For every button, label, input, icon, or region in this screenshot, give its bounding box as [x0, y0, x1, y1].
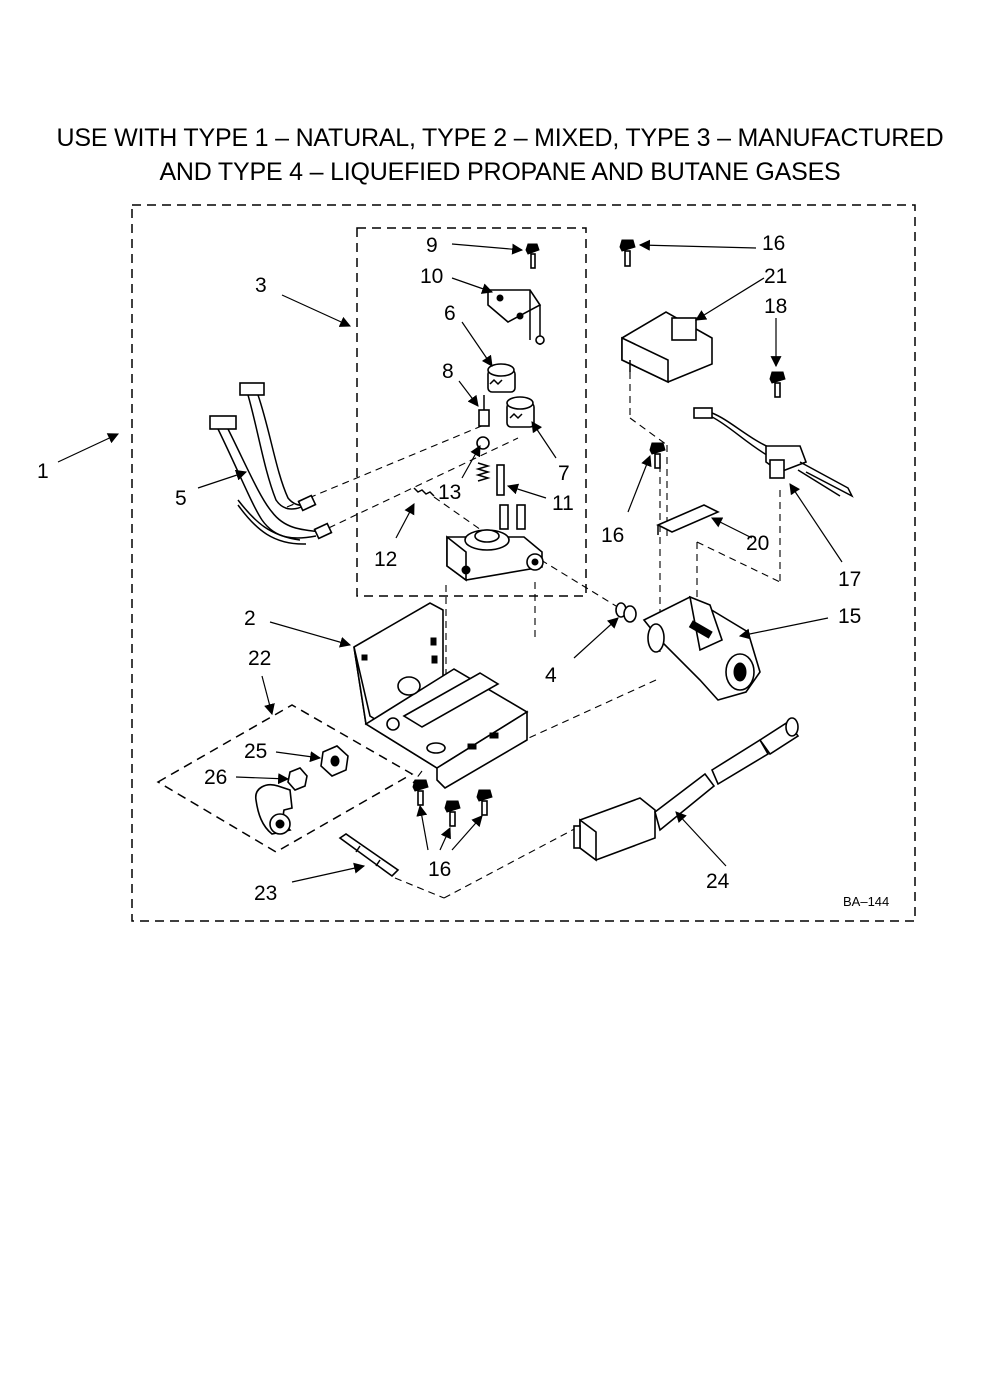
- part-26-fitting[interactable]: [287, 767, 308, 791]
- drawing-code: BA–144: [843, 894, 889, 909]
- part-9-screw[interactable]: [525, 243, 540, 269]
- part-4-orifice[interactable]: [615, 602, 637, 623]
- part-2-bracket[interactable]: [353, 602, 529, 790]
- callout-3: 3: [255, 274, 267, 297]
- part-12-screw[interactable]: [413, 487, 435, 497]
- callout-22: 22: [248, 647, 271, 670]
- part-22-elbow[interactable]: [255, 784, 293, 835]
- callout-6: 6: [444, 302, 456, 325]
- part-17-igniter[interactable]: [693, 407, 854, 498]
- callout-13: 13: [438, 481, 461, 504]
- part-15-burner[interactable]: [642, 595, 761, 701]
- callout-7: 7: [558, 462, 570, 485]
- callout-4: 4: [545, 664, 557, 687]
- callout-9: 9: [426, 234, 438, 257]
- assembly-22-boundary: [156, 704, 414, 853]
- part-21-module[interactable]: [621, 311, 713, 384]
- callout-17: 17: [838, 568, 861, 591]
- part-11-plunger[interactable]: [496, 464, 505, 496]
- callout-leaders: [57, 239, 843, 883]
- callout-11: 11: [552, 492, 574, 515]
- assembly-1-boundary: [131, 204, 916, 922]
- callout-5: 5: [175, 487, 187, 510]
- callout-25: 25: [244, 740, 267, 763]
- guide-lines: [286, 372, 781, 899]
- part-7-coil[interactable]: [506, 396, 535, 428]
- callout-16-top: 16: [762, 232, 785, 255]
- part-13-spring[interactable]: [475, 436, 491, 482]
- part-8-terminal[interactable]: [478, 395, 490, 427]
- callout-1: 1: [37, 460, 49, 483]
- part-20-shield[interactable]: [656, 504, 720, 535]
- callout-20: 20: [746, 532, 769, 555]
- callout-12: 12: [374, 548, 397, 571]
- title-line-2: AND TYPE 4 – LIQUEFIED PROPANE AND BUTAN…: [159, 158, 841, 186]
- part-3-valve-body[interactable]: [446, 504, 544, 582]
- part-25-nut[interactable]: [320, 745, 349, 777]
- part-10-coil-bracket[interactable]: [487, 289, 545, 345]
- callout-16-middle: 16: [601, 524, 624, 547]
- assembly-3-boundary: [356, 227, 587, 597]
- part-16-screws[interactable]: [412, 239, 666, 827]
- callout-2: 2: [244, 607, 256, 630]
- callout-labels: 1 2 3 4 5 6 7 8 9 10 11 12 13 15 16 16 1…: [37, 232, 889, 909]
- callout-10: 10: [420, 265, 443, 288]
- part-23-rod[interactable]: [338, 833, 400, 878]
- part-18-screw[interactable]: [769, 371, 786, 398]
- part-6-coil[interactable]: [487, 363, 516, 393]
- callout-21: 21: [764, 265, 787, 288]
- title-line-1: USE WITH TYPE 1 – NATURAL, TYPE 2 – MIXE…: [56, 124, 944, 152]
- callout-24: 24: [706, 870, 730, 893]
- callout-16-bottom: 16: [428, 858, 451, 881]
- callout-23: 23: [254, 882, 277, 905]
- part-24-sensor-tube[interactable]: [573, 717, 800, 862]
- callout-18: 18: [764, 295, 787, 318]
- callout-15: 15: [838, 605, 861, 628]
- callout-26: 26: [204, 766, 227, 789]
- part-5-wire-harness[interactable]: [209, 382, 333, 545]
- callout-8: 8: [442, 360, 454, 383]
